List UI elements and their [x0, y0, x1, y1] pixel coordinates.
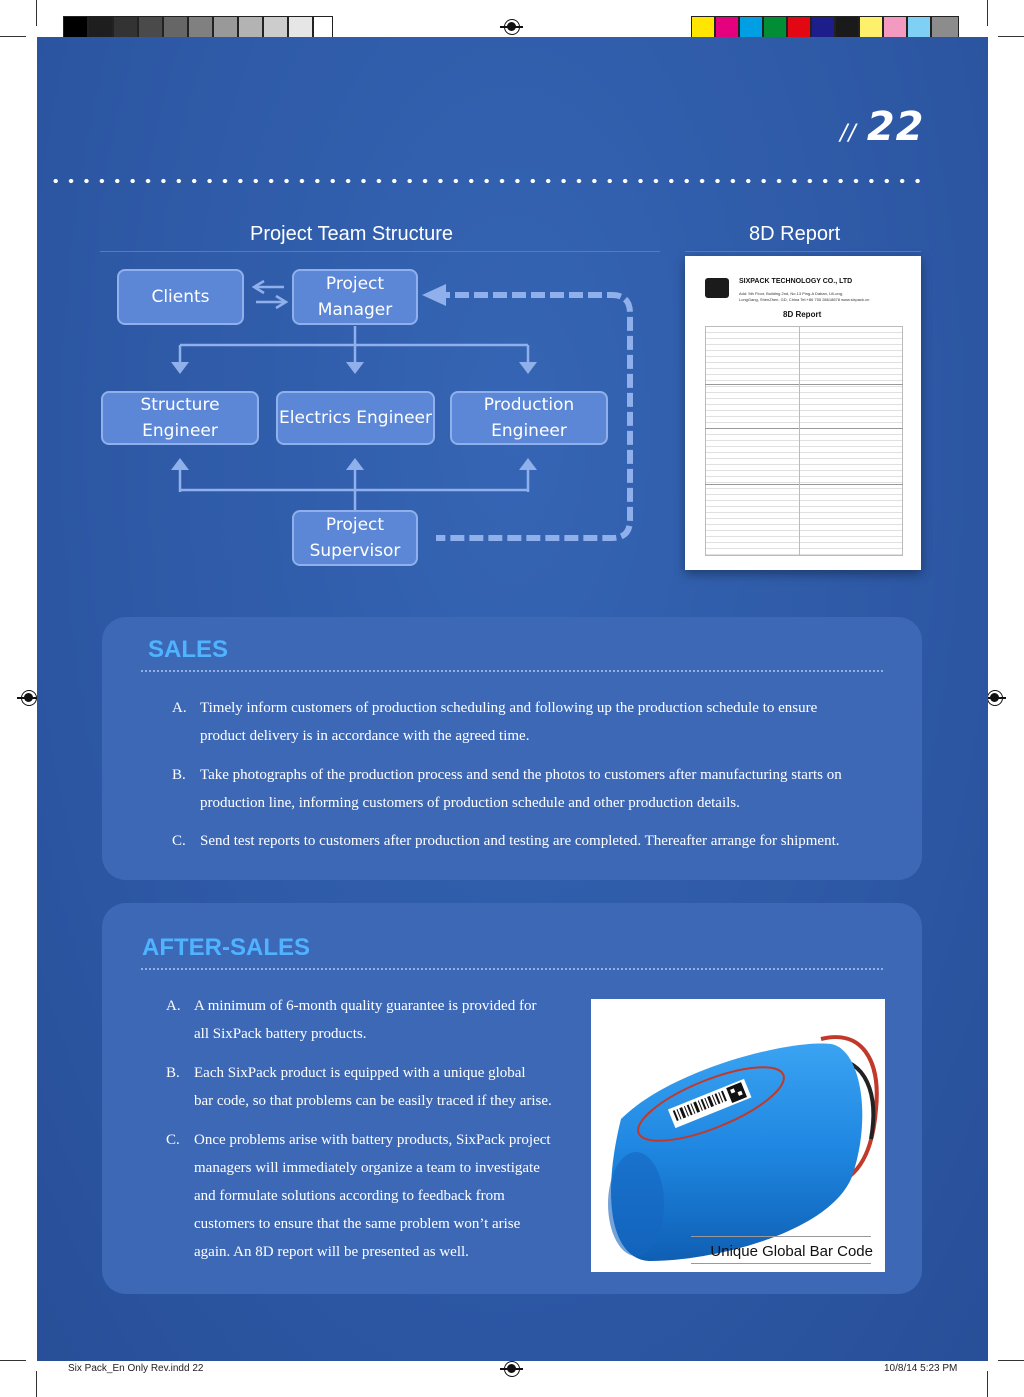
clients-label: Clients	[151, 287, 210, 307]
report-section-title: 8D Report	[749, 223, 841, 245]
production-engineer-label: Production Engineer	[483, 395, 575, 441]
project-supervisor-label-line2: Supervisor	[309, 541, 401, 561]
project-supervisor-box: Project Supervisor	[292, 510, 418, 566]
sales-item-a-label: A.	[172, 700, 187, 716]
page-number-prefix: //	[840, 121, 857, 146]
report-address: Add: 5th Floor, Building 2nd, No.13 Ping…	[739, 291, 844, 296]
page-number-value: 22	[866, 104, 925, 150]
registration-mark-right-icon	[983, 690, 1006, 706]
electrics-engineer-label: Electrics Engineer	[279, 408, 432, 428]
sales-item-b-label: B.	[172, 767, 186, 783]
after-sales-title: AFTER-SALES	[142, 934, 310, 961]
sales-dotted-rule	[140, 670, 885, 672]
after-sales-item-b-label: B.	[166, 1065, 180, 1081]
footer-timestamp: 10/8/14 5:23 PM	[884, 1363, 958, 1374]
sales-item-c: C. Send test reports to customers after …	[172, 827, 892, 855]
project-manager-box: Project Manager	[292, 269, 418, 325]
electrics-engineer-box: Electrics Engineer	[276, 391, 435, 445]
report-rule	[705, 484, 903, 485]
after-sales-item-c-label: C.	[166, 1132, 180, 1148]
registration-mark-left-icon	[17, 690, 40, 706]
report-underline	[685, 251, 921, 252]
dotted-divider	[48, 178, 928, 184]
after-sales-item-c-line2: managers will immediately organize a tea…	[194, 1160, 540, 1176]
8d-report-thumbnail: SIXPACK TECHNOLOGY CO., LTD Add: 5th Flo…	[685, 256, 921, 570]
photo-caption: Unique Global Bar Code	[710, 1243, 873, 1260]
registration-mark-top-icon	[500, 19, 523, 35]
sales-card	[102, 617, 922, 880]
report-address2: LongGang, ShenZhen, GD, China Tel:+86 75…	[739, 297, 870, 302]
after-sales-item-c-line3: and formulate solutions according to fee…	[194, 1188, 505, 1204]
project-manager-label-line2: Manager	[317, 300, 393, 320]
sales-item-b: B. Take photographs of the production pr…	[172, 761, 892, 817]
team-structure-title: Project Team Structure	[250, 223, 454, 245]
report-rule	[705, 428, 903, 429]
sixpack-logo-icon	[705, 278, 729, 298]
report-table	[705, 326, 903, 556]
page-number: // 22	[840, 104, 925, 150]
team-structure-underline	[100, 251, 660, 252]
footer-file-name: Six Pack_En Only Rev.indd 22	[68, 1363, 204, 1374]
after-sales-dotted-rule	[140, 968, 885, 970]
caption-rule-bottom	[691, 1263, 871, 1264]
after-sales-item-b-line2: bar code, so that problems can be easily…	[194, 1093, 552, 1109]
sales-item-c-line1: Send test reports to customers after pro…	[200, 833, 840, 849]
sales-item-a: A. Timely inform customers of production…	[172, 694, 892, 750]
sales-item-a-line2: product delivery is in accordance with t…	[200, 728, 530, 744]
battery-pack-illustration	[608, 1035, 879, 1261]
project-supervisor-label-line1: Project	[325, 515, 385, 535]
team-structure-connectors	[171, 279, 633, 541]
sales-item-c-label: C.	[172, 833, 186, 849]
structure-engineer-label: Structure Engineer	[140, 395, 220, 441]
after-sales-item-a-label: A.	[166, 998, 181, 1014]
after-sales-item-a: A. A minimum of 6-month quality guarante…	[166, 992, 586, 1048]
structure-engineer-box: Structure Engineer	[101, 391, 259, 445]
after-sales-item-a-line1: A minimum of 6-month quality guarantee i…	[194, 998, 537, 1014]
sales-item-b-line2: production line, informing customers of …	[200, 795, 740, 811]
report-column-rule	[799, 326, 800, 556]
after-sales-item-a-line2: all SixPack battery products.	[194, 1026, 367, 1042]
after-sales-item-c-line5: again. An 8D report will be presented as…	[194, 1244, 469, 1260]
caption-rule-top	[691, 1236, 871, 1237]
after-sales-item-b-line1: Each SixPack product is equipped with a …	[194, 1065, 526, 1081]
report-company: SIXPACK TECHNOLOGY CO., LTD	[739, 278, 853, 285]
after-sales-item-c-line1: Once problems arise with battery product…	[194, 1132, 551, 1148]
after-sales-item-c-line4: customers to ensure that the same proble…	[194, 1216, 521, 1232]
production-engineer-box: Production Engineer	[450, 391, 608, 445]
registration-mark-bottom-icon	[500, 1361, 523, 1377]
report-rule	[705, 384, 903, 385]
after-sales-item-c: C. Once problems arise with battery prod…	[166, 1126, 586, 1266]
sales-item-b-line1: Take photographs of the production proce…	[200, 767, 842, 783]
battery-barcode-photo: Unique Global Bar Code	[591, 999, 885, 1272]
report-doc-title: 8D Report	[783, 310, 822, 319]
after-sales-item-b: B. Each SixPack product is equipped with…	[166, 1059, 586, 1115]
clients-box: Clients	[117, 269, 244, 325]
project-manager-label-line1: Project	[325, 274, 385, 294]
sales-title: SALES	[148, 636, 229, 663]
sales-item-a-line1: Timely inform customers of production sc…	[200, 700, 818, 716]
